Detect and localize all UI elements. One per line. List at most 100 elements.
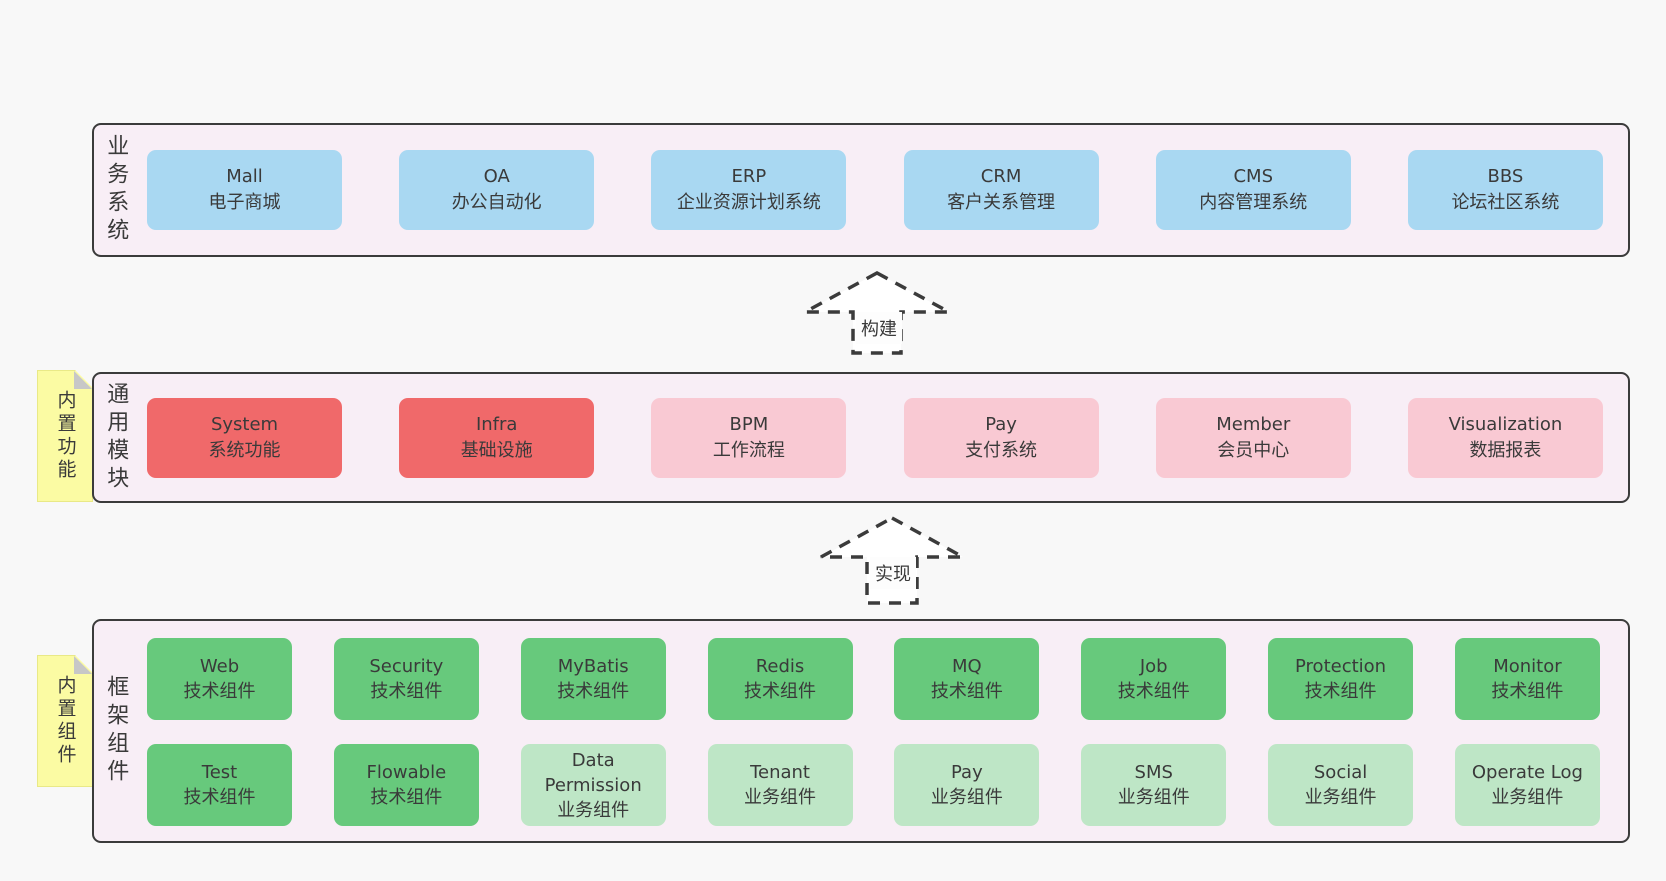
components-box-redis: Redis 技术组件 xyxy=(707,638,853,720)
box-title: MyBatis xyxy=(557,656,629,677)
box-title: CMS xyxy=(1233,166,1274,187)
components-box-flowable: Flowable 技术组件 xyxy=(333,744,479,826)
components-box-job: Job 技术组件 xyxy=(1081,638,1227,720)
box-subtitle: 内容管理系统 xyxy=(1199,192,1308,213)
components-box-protection: Protection 技术组件 xyxy=(1268,638,1414,720)
business-box-cms: CMS 内容管理系统 xyxy=(1155,150,1351,230)
box-title: Data Permission xyxy=(544,749,642,796)
modules-box-visualization: Visualization 数据报表 xyxy=(1407,398,1603,478)
box-subtitle: 技术组件 xyxy=(183,787,256,808)
fold-corner-icon xyxy=(74,656,92,674)
box-subtitle: 技术组件 xyxy=(930,681,1003,702)
box-subtitle: 业务组件 xyxy=(1304,787,1377,808)
box-title: Tenant xyxy=(750,762,810,783)
components-grid: Web 技术组件 Security 技术组件 MyBatis 技术组件 Redi… xyxy=(147,638,1600,826)
modules-box-bpm: BPM 工作流程 xyxy=(651,398,847,478)
business-box-erp: ERP 企业资源计划系统 xyxy=(651,150,847,230)
box-title: Visualization xyxy=(1448,414,1563,435)
box-title: System xyxy=(210,414,279,435)
box-subtitle: 业务组件 xyxy=(744,787,817,808)
panel-label: 通用模块 xyxy=(103,381,129,494)
build-arrow-label: 构建 xyxy=(856,312,902,344)
business-box-bbs: BBS 论坛社区系统 xyxy=(1407,150,1603,230)
modules-box-row: System 系统功能 Infra 基础设施 BPM 工作流程 Pay 支付系统… xyxy=(147,398,1603,478)
components-box-mq: MQ 技术组件 xyxy=(894,638,1040,720)
box-subtitle: 客户关系管理 xyxy=(947,192,1056,213)
box-title: Web xyxy=(199,656,240,677)
box-title: CRM xyxy=(980,166,1022,187)
box-title: BBS xyxy=(1487,166,1524,187)
box-subtitle: 技术组件 xyxy=(370,787,443,808)
sticky-note-builtin-components: 内置组件 xyxy=(37,655,93,787)
box-subtitle: 支付系统 xyxy=(965,440,1038,461)
components-box-data-permission: Data Permission 业务组件 xyxy=(520,744,666,826)
business-box-mall: Mall 电子商城 xyxy=(147,150,342,230)
components-box-sms: SMS 业务组件 xyxy=(1081,744,1227,826)
components-box-security: Security 技术组件 xyxy=(333,638,479,720)
components-box-tenant: Tenant 业务组件 xyxy=(707,744,853,826)
box-subtitle: 业务组件 xyxy=(930,787,1003,808)
box-title: Protection xyxy=(1295,656,1387,677)
sticky-note-builtin-features: 内置功能 xyxy=(37,370,93,502)
box-title: Member xyxy=(1216,414,1291,435)
box-subtitle: 系统功能 xyxy=(208,440,281,461)
box-subtitle: 电子商城 xyxy=(208,192,281,213)
box-title: Mall xyxy=(226,166,263,187)
modules-box-member: Member 会员中心 xyxy=(1155,398,1351,478)
components-box-monitor: Monitor 技术组件 xyxy=(1454,638,1600,720)
box-title: SMS xyxy=(1134,762,1173,783)
box-title: Pay xyxy=(951,762,983,783)
box-title: Social xyxy=(1313,762,1368,783)
box-title: Operate Log xyxy=(1471,762,1583,783)
box-title: Flowable xyxy=(366,762,447,783)
box-title: MQ xyxy=(952,656,982,677)
box-title: Redis xyxy=(755,656,805,677)
box-subtitle: 技术组件 xyxy=(370,681,443,702)
framework-components-panel: 框架组件 Web 技术组件 Security 技术组件 MyBatis 技术组件… xyxy=(92,619,1630,843)
box-subtitle: 技术组件 xyxy=(1491,681,1564,702)
common-modules-panel: 通用模块 System 系统功能 Infra 基础设施 BPM 工作流程 Pay… xyxy=(92,372,1630,503)
panel-label: 框架组件 xyxy=(103,675,129,787)
box-subtitle: 办公自动化 xyxy=(451,192,542,213)
box-title: Monitor xyxy=(1493,656,1562,677)
box-subtitle: 企业资源计划系统 xyxy=(676,192,821,213)
sticky-label: 内置功能 xyxy=(54,390,77,482)
box-subtitle: 技术组件 xyxy=(744,681,817,702)
box-subtitle: 业务组件 xyxy=(1491,787,1564,808)
business-box-crm: CRM 客户关系管理 xyxy=(903,150,1099,230)
components-box-social: Social 业务组件 xyxy=(1268,744,1414,826)
box-subtitle: 论坛社区系统 xyxy=(1451,192,1560,213)
box-title: OA xyxy=(483,166,510,187)
box-title: Test xyxy=(201,762,238,783)
box-title: Pay xyxy=(985,414,1017,435)
box-subtitle: 技术组件 xyxy=(183,681,256,702)
components-row-2: Test 技术组件 Flowable 技术组件 Data Permission … xyxy=(147,744,1600,826)
box-subtitle: 会员中心 xyxy=(1217,440,1290,461)
box-title: BPM xyxy=(729,414,769,435)
box-title: Security xyxy=(369,656,444,677)
fold-corner-icon xyxy=(74,371,92,389)
box-subtitle: 数据报表 xyxy=(1469,440,1542,461)
components-box-web: Web 技术组件 xyxy=(147,638,292,720)
components-row-1: Web 技术组件 Security 技术组件 MyBatis 技术组件 Redi… xyxy=(147,638,1600,720)
box-subtitle: 业务组件 xyxy=(557,799,630,821)
box-title: Infra xyxy=(475,414,518,435)
box-subtitle: 技术组件 xyxy=(1117,681,1190,702)
box-subtitle: 技术组件 xyxy=(557,681,630,702)
box-title: ERP xyxy=(731,166,767,187)
components-box-operate-log: Operate Log 业务组件 xyxy=(1454,744,1600,826)
sticky-label: 内置组件 xyxy=(54,675,77,767)
box-subtitle: 工作流程 xyxy=(712,440,785,461)
business-box-row: Mall 电子商城 OA 办公自动化 ERP 企业资源计划系统 CRM 客户关系… xyxy=(147,150,1603,230)
box-subtitle: 技术组件 xyxy=(1304,681,1377,702)
components-box-pay: Pay 业务组件 xyxy=(894,744,1040,826)
modules-box-infra: Infra 基础设施 xyxy=(399,398,595,478)
box-subtitle: 业务组件 xyxy=(1117,787,1190,808)
modules-box-system: System 系统功能 xyxy=(147,398,342,478)
components-box-mybatis: MyBatis 技术组件 xyxy=(520,638,666,720)
modules-box-pay: Pay 支付系统 xyxy=(903,398,1099,478)
panel-label: 业务系统 xyxy=(103,134,129,246)
business-box-oa: OA 办公自动化 xyxy=(399,150,595,230)
components-box-test: Test 技术组件 xyxy=(147,744,292,826)
